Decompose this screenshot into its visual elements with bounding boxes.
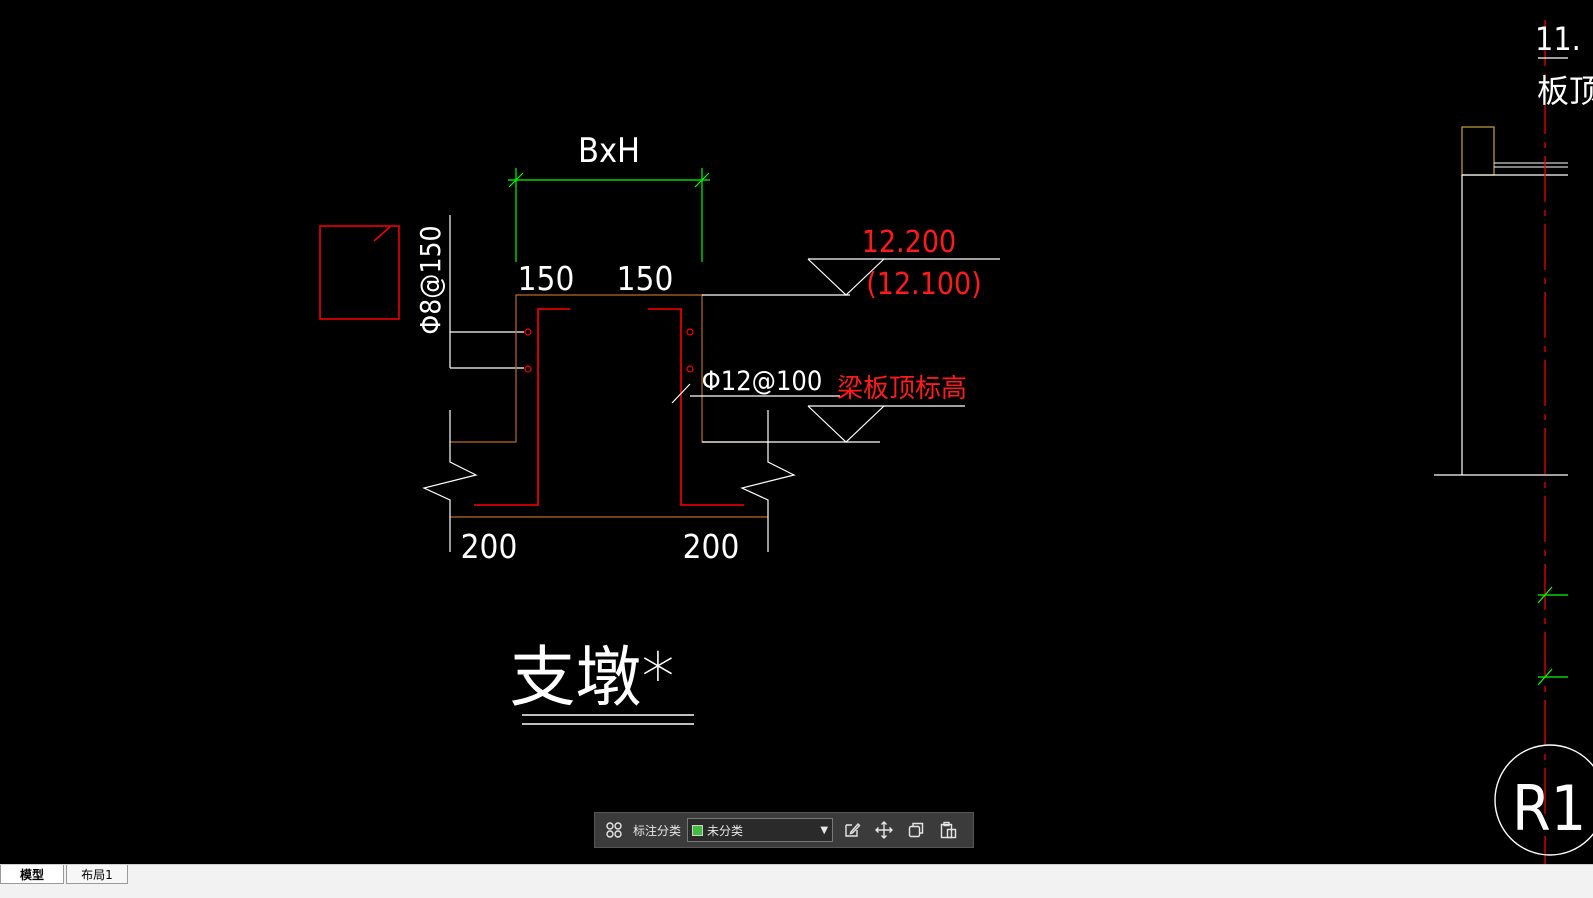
top-bar-leader [671,383,840,404]
dim-200-left: 200 [461,527,518,566]
beam-slab-top-label: 梁板顶标高 [837,374,967,404]
left-leader-lines [449,215,524,369]
break-line-right [740,410,796,552]
bxh-label: BxH [578,131,640,171]
annotation-category-select[interactable]: 未分类 ▼ [687,818,834,842]
break-line-left [422,410,478,552]
category-color-swatch [692,824,704,836]
grid-icon[interactable] [601,817,627,843]
edit-icon[interactable] [839,817,865,843]
copy-icon[interactable] [903,817,929,843]
drawing-title: 支墩* [510,639,675,716]
tab-layout1[interactable]: 布局1 [66,865,128,884]
axis-bubble-label: R1 [1512,772,1586,845]
right-elevation-partial: 11. [1535,20,1581,58]
paste-icon[interactable] [935,817,961,843]
elevation-marker-upper [807,258,1000,296]
cad-drawing[interactable]: BxH 150 150 Φ8@150 200 [0,0,1593,864]
tab-model[interactable]: 模型 [0,865,64,884]
layout-tab-bar: 模型 布局1 [0,864,1593,898]
drawing-canvas[interactable]: BxH 150 150 Φ8@150 200 [0,0,1593,864]
elevation-value: 12.200 [862,225,956,260]
move-icon[interactable] [871,817,897,843]
dim-150-right: 150 [617,259,674,298]
stirrup-label: Φ8@150 [414,225,447,334]
rebar-dots [524,328,694,373]
section-marker-square [319,225,400,320]
chevron-down-icon: ▼ [820,824,829,836]
right-note-partial: 板顶 [1537,72,1593,110]
annotation-toolbar: 标注分类 未分类 ▼ [594,812,974,848]
title-underline [522,714,694,725]
bxh-dimension [508,168,710,262]
rebar-lines [474,308,744,506]
right-partial-detail [1434,20,1593,864]
dim-150-left: 150 [518,259,575,298]
section-marker-hook [373,226,391,242]
category-select-value: 未分类 [707,823,744,838]
annotation-category-label: 标注分类 [633,823,682,838]
pier-outline [450,294,768,518]
elevation-alt-value: (12.100) [866,267,981,302]
dim-200-right: 200 [683,527,740,566]
top-bar-label: Φ12@100 [702,366,823,397]
elevation-marker-lower [807,405,965,443]
